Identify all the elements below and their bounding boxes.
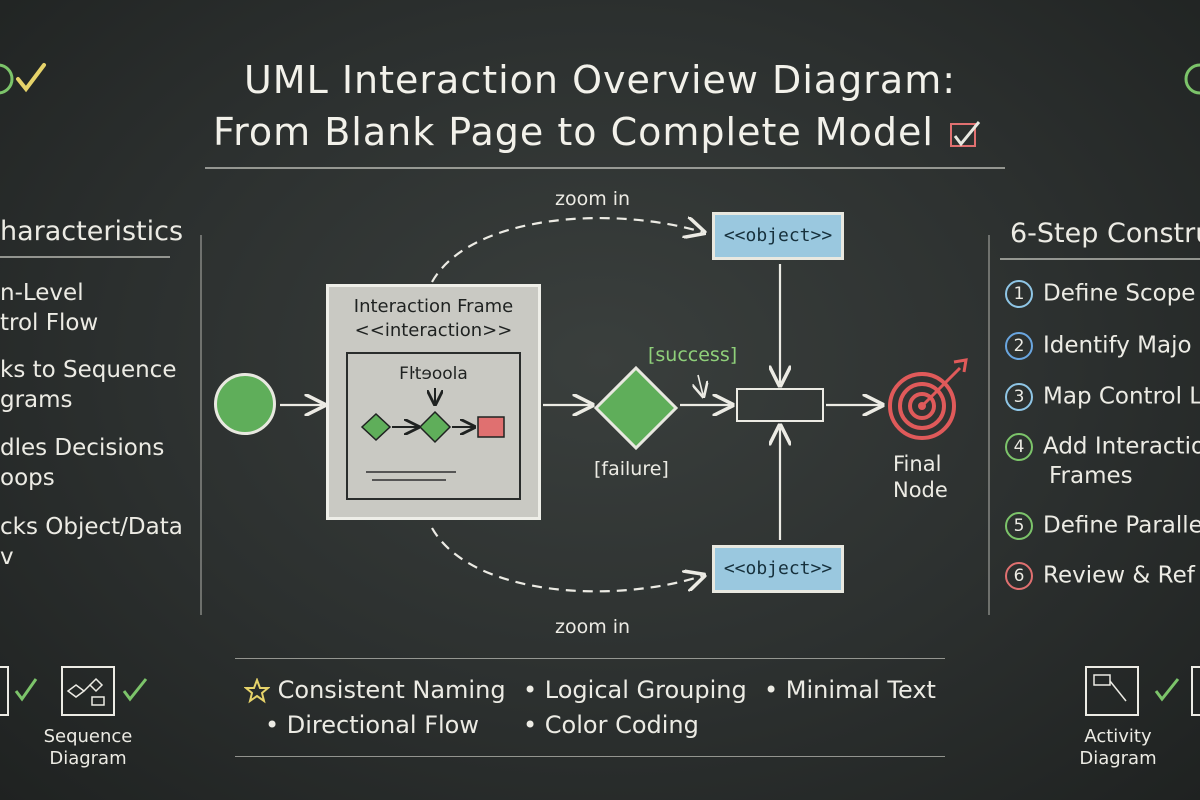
footer-top-line <box>235 658 945 659</box>
step-5-number: 5 <box>1005 512 1033 540</box>
object-node-bottom: <<object>> <box>712 545 844 593</box>
footer-item-3: • Minimal Text <box>764 676 936 704</box>
page-title-line1: UML Interaction Overview Diagram: <box>243 58 957 102</box>
frame-title: Interaction Frame <box>353 296 514 317</box>
pencil-check-icon <box>950 120 981 147</box>
right-divider <box>988 235 990 615</box>
inner-frame <box>346 352 521 500</box>
check-icon <box>0 63 46 95</box>
sequence-diagram-caption: Sequence Diagram <box>43 726 133 769</box>
object-node-top: <<object>> <box>712 212 844 260</box>
left-item-3: dles Decisions oops <box>0 435 165 491</box>
page-title-line2: From Blank Page to Complete Model <box>0 110 1200 154</box>
step-2-number: 2 <box>1005 332 1033 360</box>
zoom-in-top-label: zoom in <box>555 188 631 210</box>
final-node-line1: Final <box>893 452 942 476</box>
left-heading-underline <box>0 256 170 258</box>
left-heading: haracteristics <box>0 216 184 247</box>
success-label: [success] <box>648 344 738 366</box>
target-icon <box>888 358 968 440</box>
title-underline <box>205 167 1005 169</box>
final-node-line2: Node <box>893 478 948 502</box>
initial-node <box>214 373 276 435</box>
failure-label: [failure] <box>594 458 669 480</box>
inner-label: Fŀtɘoola <box>399 364 468 384</box>
left-item-2: ks to Sequence grams <box>0 357 177 413</box>
right-heading: 6-Step Constru <box>1010 218 1200 249</box>
footer-item-4: • Directional Flow <box>265 711 479 739</box>
merge-node <box>736 388 824 422</box>
sequence-diagram-icon <box>0 666 148 716</box>
step-6-number: 6 <box>1005 562 1033 590</box>
right-heading-underline <box>1000 258 1200 260</box>
decision-node <box>593 365 679 451</box>
inner-mini-flow <box>360 388 505 481</box>
activity-diagram-icon <box>1085 666 1200 716</box>
footer-item-2: • Logical Grouping <box>523 676 747 704</box>
zoom-in-bottom-label: zoom in <box>555 616 631 638</box>
circle-fragment-icon <box>1184 63 1200 95</box>
left-item-1: n-Level trol Flow <box>0 280 99 336</box>
left-item-4: cks Object/Data v <box>0 514 183 570</box>
left-divider <box>200 235 202 615</box>
star-icon <box>243 677 271 704</box>
step-4-line2: Frames <box>1049 463 1133 489</box>
frame-stereotype: <<interaction>> <box>354 320 513 341</box>
step-3-number: 3 <box>1005 383 1033 411</box>
footer-item-5: • Color Coding <box>523 711 699 739</box>
step-1-number: 1 <box>1005 280 1033 308</box>
footer-item-1: Consistent Naming <box>243 676 506 704</box>
footer-bottom-line <box>235 756 945 757</box>
step-4-number: 4 <box>1005 433 1033 461</box>
activity-diagram-caption: Activity Diagram <box>1079 726 1157 769</box>
